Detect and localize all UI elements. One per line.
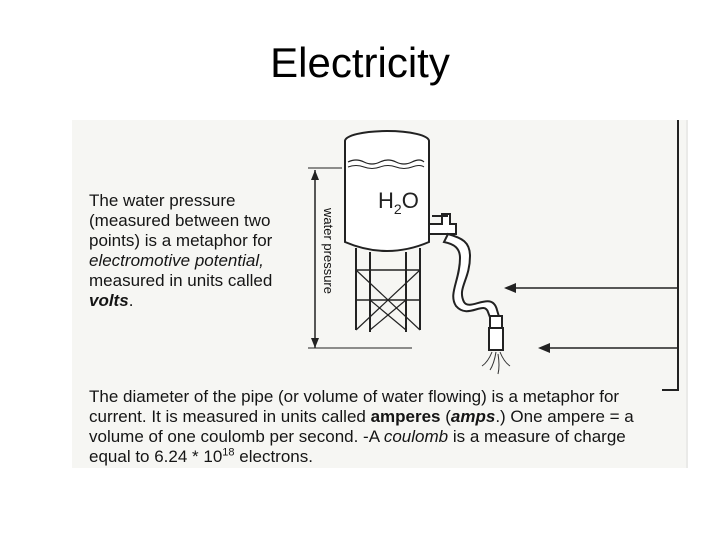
pipe-arrow — [504, 283, 678, 293]
axis-label: water pressure — [321, 207, 336, 294]
figure-panel: water pressure H2O — [72, 120, 688, 468]
current-explanation: The diameter of the pipe (or volume of w… — [89, 387, 634, 466]
slide-title: Electricity — [270, 39, 450, 86]
water-tank — [344, 130, 430, 332]
tank-label: H2O — [378, 188, 419, 217]
pressure-dimension — [308, 167, 412, 349]
flow-arrow — [538, 343, 678, 353]
pressure-explanation: The water pressure (measured between two… — [89, 191, 273, 310]
faucet-pipe — [428, 213, 504, 351]
bracket-line — [662, 120, 679, 391]
water-tank-diagram: water pressure H2O — [308, 120, 688, 468]
water-drips — [481, 351, 511, 375]
